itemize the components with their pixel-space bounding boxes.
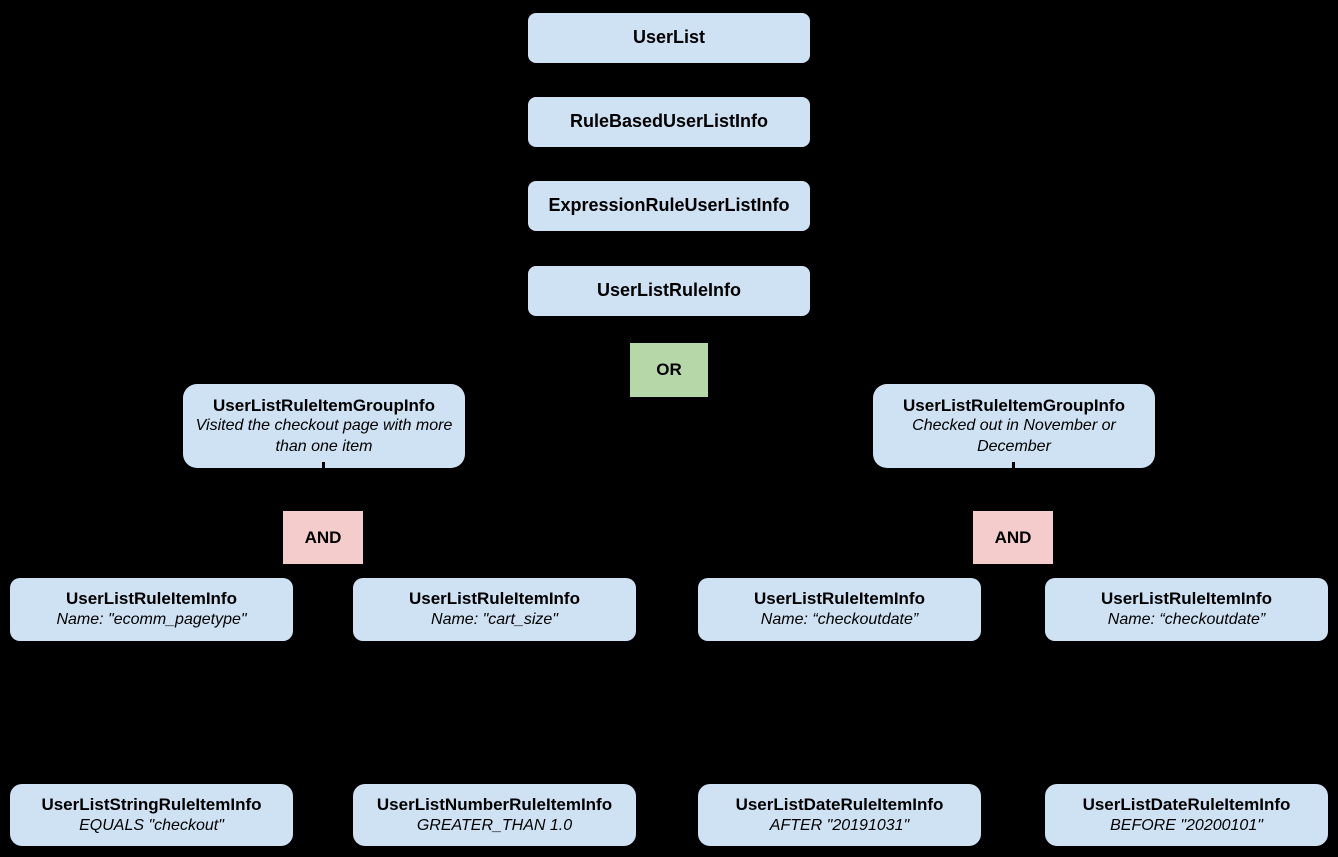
node-ruleitem-checkoutdate-right: UserListRuleItemInfo Name: “checkoutdate… xyxy=(1045,578,1328,641)
node-group-right: UserListRuleItemGroupInfo Checked out in… xyxy=(873,384,1155,468)
leaf-subtitle: EQUALS "checkout" xyxy=(79,816,224,834)
node-ruleitem-ecomm-pagetype: UserListRuleItemInfo Name: "ecomm_pagety… xyxy=(10,578,293,641)
connector-tick xyxy=(1012,462,1015,468)
node-group-left: UserListRuleItemGroupInfo Visited the ch… xyxy=(183,384,465,468)
group-title: UserListRuleItemGroupInfo xyxy=(213,395,435,415)
leaf-subtitle: AFTER "20191031" xyxy=(769,816,910,834)
node-ruleitem-cart-size: UserListRuleItemInfo Name: "cart_size" xyxy=(353,578,636,641)
node-userlistruleinfo: UserListRuleInfo xyxy=(528,266,810,316)
node-ruleitem-checkoutdate-left: UserListRuleItemInfo Name: “checkoutdate… xyxy=(698,578,981,641)
or-operator-node: OR xyxy=(630,343,708,397)
ruleitem-title: UserListRuleItemInfo xyxy=(409,589,580,609)
group-subtitle: Visited the checkout page with more than… xyxy=(195,417,453,455)
group-subtitle: Checked out in November or December xyxy=(912,417,1116,455)
ruleitem-subtitle: Name: “checkoutdate” xyxy=(1107,611,1266,629)
ruleitem-title: UserListRuleItemInfo xyxy=(1101,589,1272,609)
group-title: UserListRuleItemGroupInfo xyxy=(903,395,1125,415)
and-operator-node-right: AND xyxy=(973,511,1053,564)
leaf-title: UserListNumberRuleItemInfo xyxy=(376,794,613,814)
ruleitem-subtitle: Name: "ecomm_pagetype" xyxy=(56,611,247,629)
ruleitem-title: UserListRuleItemInfo xyxy=(66,589,237,609)
node-expressionruleuserlistinfo: ExpressionRuleUserListInfo xyxy=(528,181,810,231)
connector-tick xyxy=(322,462,325,468)
node-userlist: UserList xyxy=(528,13,810,63)
leaf-subtitle: GREATER_THAN 1.0 xyxy=(416,816,573,834)
ruleitem-title: UserListRuleItemInfo xyxy=(754,589,925,609)
leaf-title: UserListDateRuleItemInfo xyxy=(735,794,944,814)
node-dateruleitem-after: UserListDateRuleItemInfo AFTER "20191031… xyxy=(698,784,981,846)
ruleitem-subtitle: Name: “checkoutdate” xyxy=(760,611,919,629)
leaf-title: UserListStringRuleItemInfo xyxy=(41,794,262,814)
leaf-subtitle: BEFORE "20200101" xyxy=(1110,816,1263,834)
and-operator-node-left: AND xyxy=(283,511,363,564)
node-stringruleitem: UserListStringRuleItemInfo EQUALS "check… xyxy=(10,784,293,846)
node-dateruleitem-before: UserListDateRuleItemInfo BEFORE "2020010… xyxy=(1045,784,1328,846)
leaf-title: UserListDateRuleItemInfo xyxy=(1082,794,1291,814)
node-numberruleitem: UserListNumberRuleItemInfo GREATER_THAN … xyxy=(353,784,636,846)
ruleitem-subtitle: Name: "cart_size" xyxy=(431,611,558,629)
node-rulebaseduserlistinfo: RuleBasedUserListInfo xyxy=(528,97,810,147)
